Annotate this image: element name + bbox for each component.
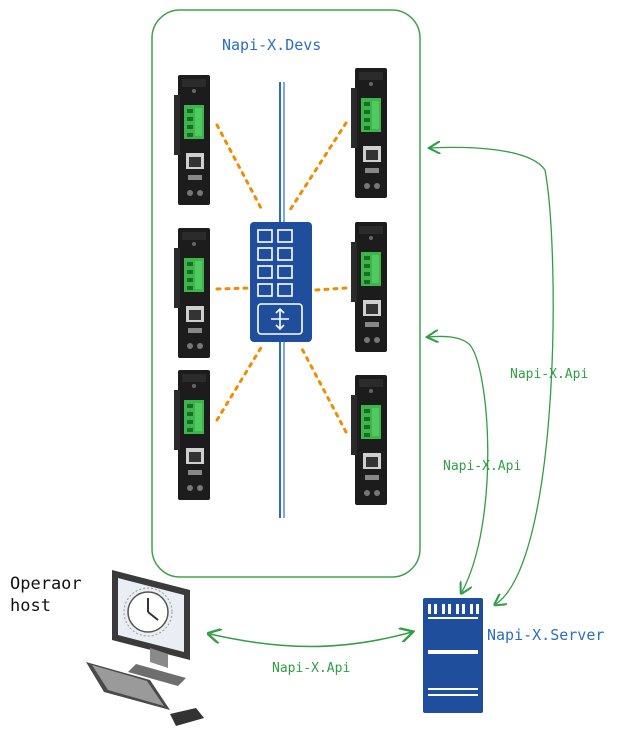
link-label-top: Napi-X.Api (510, 367, 588, 382)
io-device-icon-5 (351, 222, 387, 352)
link-server-devs-top (430, 147, 554, 604)
server-icon (423, 598, 483, 713)
desktop-computer-icon (86, 570, 204, 726)
devs-cluster-title: Napi-X.Devs (222, 36, 321, 54)
operator-label-line2: host (10, 596, 51, 616)
io-device-icon-1 (174, 75, 210, 205)
io-device-icon-2 (174, 228, 210, 358)
io-device-icon-6 (351, 375, 387, 505)
link-label-mid: Napi-X.Api (443, 459, 521, 474)
devs-cluster-frame (151, 9, 421, 578)
link-host-server (210, 632, 412, 648)
operator-label-line1: Operaor (10, 574, 82, 594)
io-device-icon-3 (174, 370, 210, 500)
io-device-icon-4 (351, 68, 387, 198)
link-server-devs-mid (428, 336, 489, 592)
server-label: Napi-X.Server (487, 626, 604, 644)
device-connections (215, 121, 348, 434)
network-switch-icon (250, 222, 312, 342)
link-label-bottom: Napi-X.Api (272, 661, 350, 676)
